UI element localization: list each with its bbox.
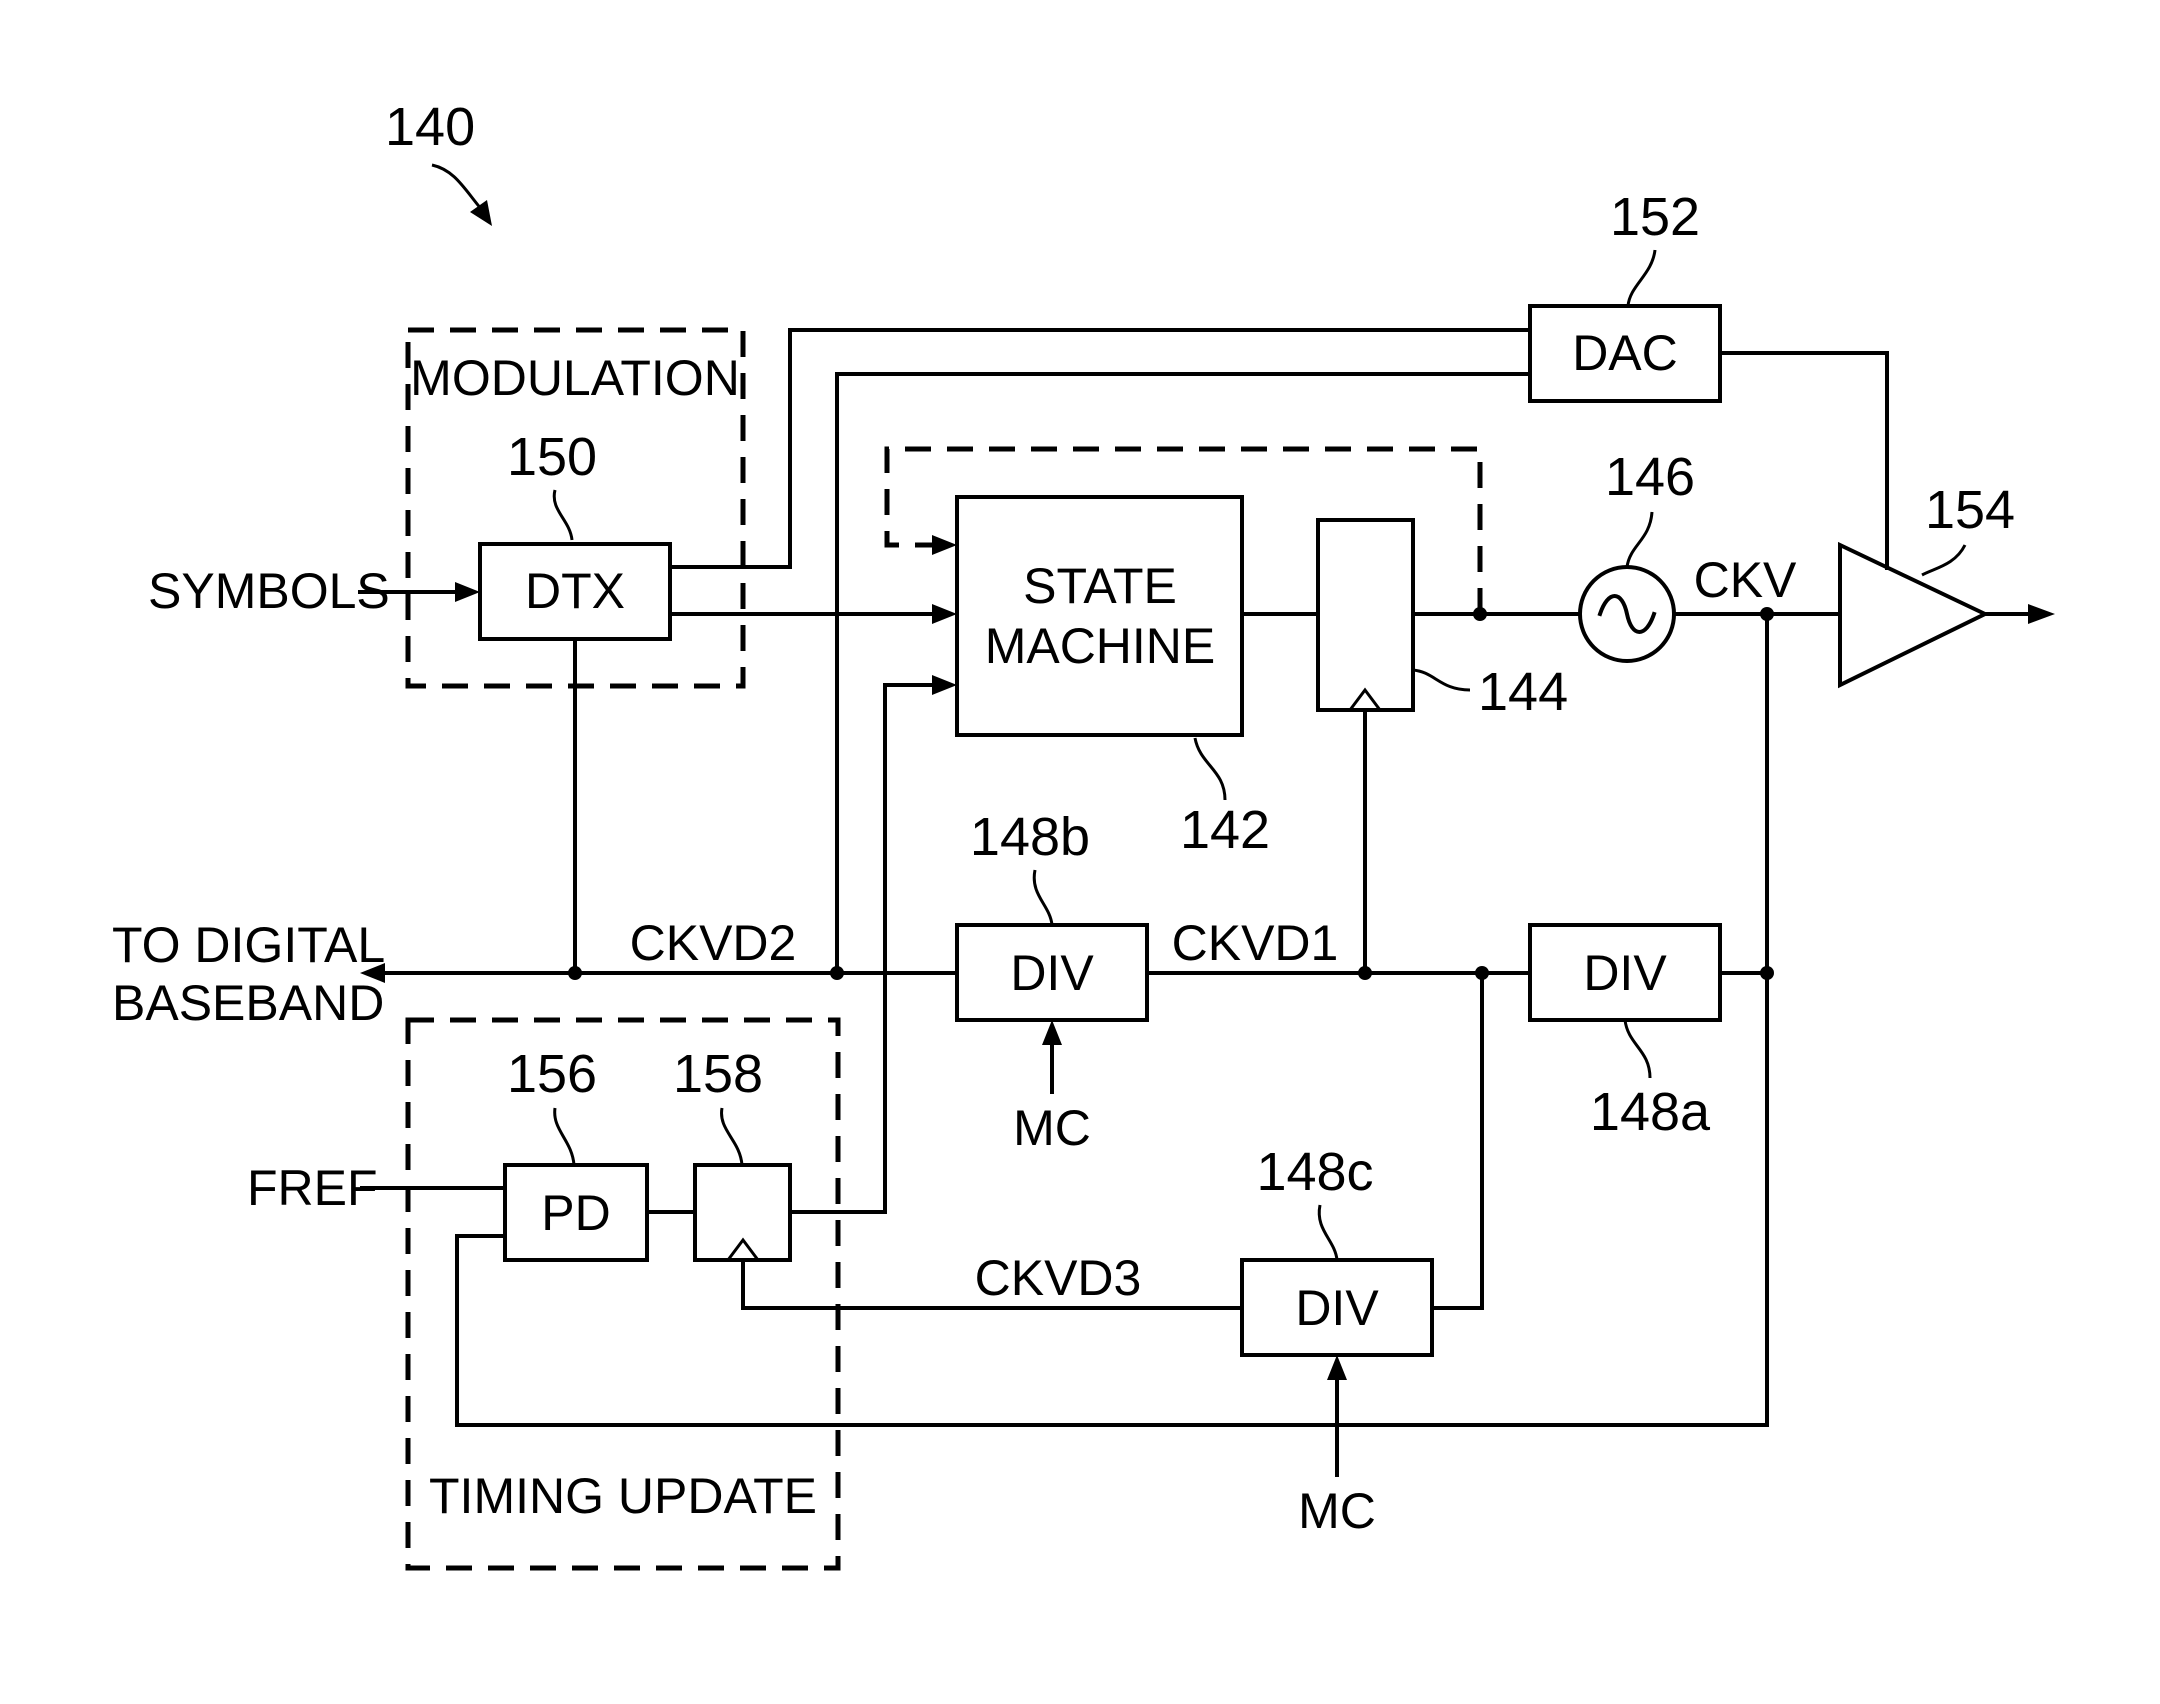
feedback-junction-dot — [1473, 607, 1487, 621]
pd-ref-label: 156 — [507, 1044, 597, 1104]
ckv-label: CKV — [1694, 552, 1797, 608]
dac-label: DAC — [1572, 325, 1678, 381]
ff-ref-label: 158 — [673, 1044, 763, 1104]
div-148b-ref-label: 148b — [970, 807, 1090, 867]
ckvd1-to-div-c-wire — [1432, 973, 1482, 1308]
oscillator-ref-label: 146 — [1605, 447, 1695, 507]
mc-top-arrowhead — [1042, 1020, 1062, 1045]
dtx-label: DTX — [525, 563, 625, 619]
dtx-junction-dot — [568, 966, 582, 980]
mc-bottom-label: MC — [1298, 1483, 1376, 1539]
div-148c-label: DIV — [1295, 1280, 1379, 1336]
feedback-arrowhead — [932, 535, 957, 555]
div-148a-label: DIV — [1583, 945, 1667, 1001]
div-148a-ref-leader — [1625, 1020, 1650, 1078]
pd-label: PD — [541, 1185, 610, 1241]
ckvd3-label: CKVD3 — [975, 1250, 1142, 1306]
div-148a-ref-label: 148a — [1590, 1082, 1711, 1142]
div-148b-label: DIV — [1010, 945, 1094, 1001]
state-machine-ref-leader — [1195, 738, 1225, 800]
dtx-to-sm-arrowhead — [932, 604, 957, 624]
state-machine-label-line2: MACHINE — [985, 618, 1216, 674]
oscillator-sine — [1600, 596, 1654, 632]
ckvd2-label: CKVD2 — [630, 915, 797, 971]
amplifier-symbol — [1840, 545, 1985, 685]
timing-update-label: TIMING UPDATE — [429, 1468, 817, 1524]
dac-ref-leader — [1628, 250, 1655, 306]
to-digital-label-line2: BASEBAND — [112, 975, 384, 1031]
ckvd2-junction-dot — [830, 966, 844, 980]
symbols-label: SYMBOLS — [148, 563, 390, 619]
register-ref-leader — [1413, 670, 1470, 690]
ff-block — [695, 1165, 790, 1260]
div-148c-ref-label: 148c — [1256, 1142, 1373, 1202]
mc-top-label: MC — [1013, 1100, 1091, 1156]
oscillator-ref-leader — [1627, 512, 1652, 567]
ckvd1-register-junction-dot — [1358, 966, 1372, 980]
ff-ref-leader — [722, 1108, 742, 1165]
dac-to-amp-wire — [1720, 353, 1887, 568]
div-148b-ref-leader — [1034, 870, 1052, 925]
figure-ref-label: 140 — [385, 97, 475, 157]
state-machine-label-line1: STATE — [1023, 558, 1177, 614]
dtx-ref-leader — [554, 490, 572, 540]
ff-to-sm-arrowhead — [932, 675, 957, 695]
amplifier-output-arrowhead — [2028, 604, 2055, 624]
dtx-ref-label: 150 — [507, 427, 597, 487]
modulation-label: MODULATION — [410, 350, 740, 406]
to-digital-label-line1: TO DIGITAL — [112, 917, 385, 973]
ff-to-sm-wire — [790, 685, 935, 1212]
fref-label: FREF — [247, 1160, 378, 1216]
mc-bottom-arrowhead — [1327, 1355, 1347, 1380]
dac-ref-label: 152 — [1610, 187, 1700, 247]
symbols-arrowhead — [455, 582, 480, 602]
pd-ref-leader — [555, 1108, 574, 1165]
amplifier-ref-label: 154 — [1925, 480, 2015, 540]
div-148c-ref-leader — [1319, 1205, 1337, 1260]
register-ref-label: 144 — [1478, 662, 1568, 722]
state-machine-ref-label: 142 — [1180, 800, 1270, 860]
amplifier-ref-leader — [1922, 545, 1965, 575]
ckvd1-label: CKVD1 — [1172, 915, 1339, 971]
figure-ref-arrowhead — [470, 200, 492, 226]
register-block — [1318, 520, 1413, 710]
state-machine-block — [957, 497, 1242, 735]
figure-ref-leader — [432, 165, 482, 210]
